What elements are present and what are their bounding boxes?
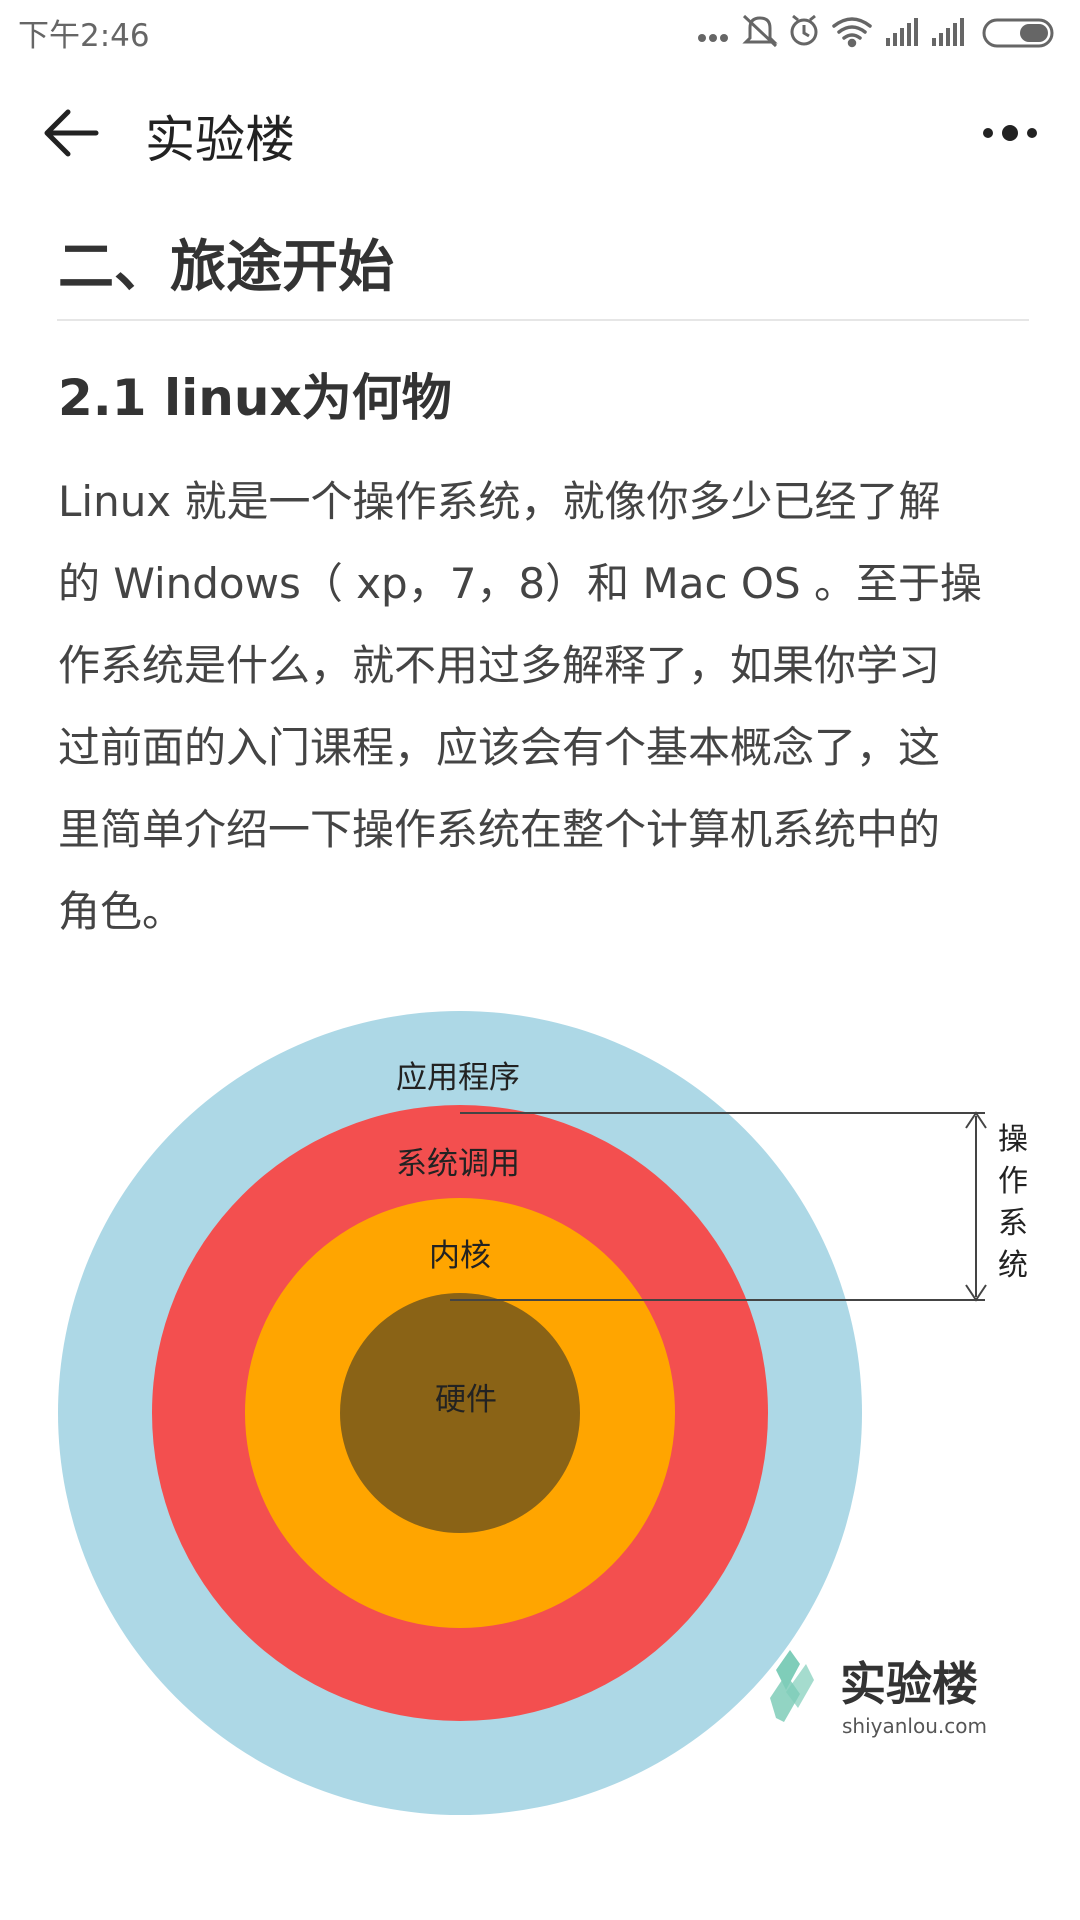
more-dots-icon[interactable] <box>970 108 1050 158</box>
paragraph: Linux 就是一个操作系统，就像你多少已经了解 的 Windows（ xp，7… <box>58 467 1018 959</box>
section-heading: 二、旅途开始 <box>58 235 394 300</box>
arrow-down-icon <box>965 1284 987 1302</box>
signal-icon <box>886 18 918 46</box>
bracket-label-char: 系 <box>998 1206 1028 1241</box>
mute-icon <box>742 14 778 48</box>
title-bar: 实验楼 <box>0 62 1080 202</box>
divider <box>57 319 1029 321</box>
paragraph-line: Linux 就是一个操作系统，就像你多少已经了解 <box>58 477 941 526</box>
app-title: 实验楼 <box>145 111 295 169</box>
paragraph-line: 角色。 <box>58 887 185 936</box>
signal-icon <box>932 18 964 46</box>
more-dots-icon <box>698 34 728 42</box>
layer-label-kernel: 内核 <box>429 1238 491 1274</box>
os-layers-diagram: 应用程序 系统调用 内核 硬件 操 作 系 统 实验楼 shiyanlou.co… <box>58 1011 1028 1815</box>
shiyanlou-logo-icon <box>770 1650 814 1722</box>
paragraph-line: 过前面的入门课程，应该会有个基本概念了，这 <box>58 723 941 772</box>
subsection-heading: 2.1 linux为何物 <box>58 369 452 427</box>
watermark: 实验楼 shiyanlou.com <box>770 1650 987 1738</box>
alarm-icon <box>790 14 818 46</box>
paragraph-line: 的 Windows（ xp，7，8）和 Mac OS 。至于操 <box>58 559 982 608</box>
bracket-label-char: 统 <box>998 1248 1028 1283</box>
status-bar: 下午2:46 <box>0 0 1080 62</box>
paragraph-line: 里简单介绍一下操作系统在整个计算机系统中的 <box>58 805 941 854</box>
layer-label-applications: 应用程序 <box>396 1060 520 1096</box>
layer-label-hardware: 硬件 <box>435 1382 497 1418</box>
paragraph-line: 作系统是什么，就不用过多解释了，如果你学习 <box>58 641 941 690</box>
status-time: 下午2:46 <box>18 18 150 54</box>
wifi-icon <box>832 17 872 48</box>
arrow-up-icon <box>965 1111 987 1129</box>
bracket-label-char: 操 <box>998 1122 1028 1157</box>
layer-label-system-calls: 系统调用 <box>396 1146 520 1182</box>
bracket-label-char: 作 <box>998 1164 1028 1199</box>
watermark-url: shiyanlou.com <box>842 1714 987 1738</box>
battery-icon <box>982 18 1054 48</box>
status-icons <box>698 14 1054 48</box>
arrow-left-icon[interactable] <box>38 98 108 168</box>
watermark-brand: 实验楼 <box>840 1657 978 1711</box>
layer-ring-hardware <box>340 1293 580 1533</box>
